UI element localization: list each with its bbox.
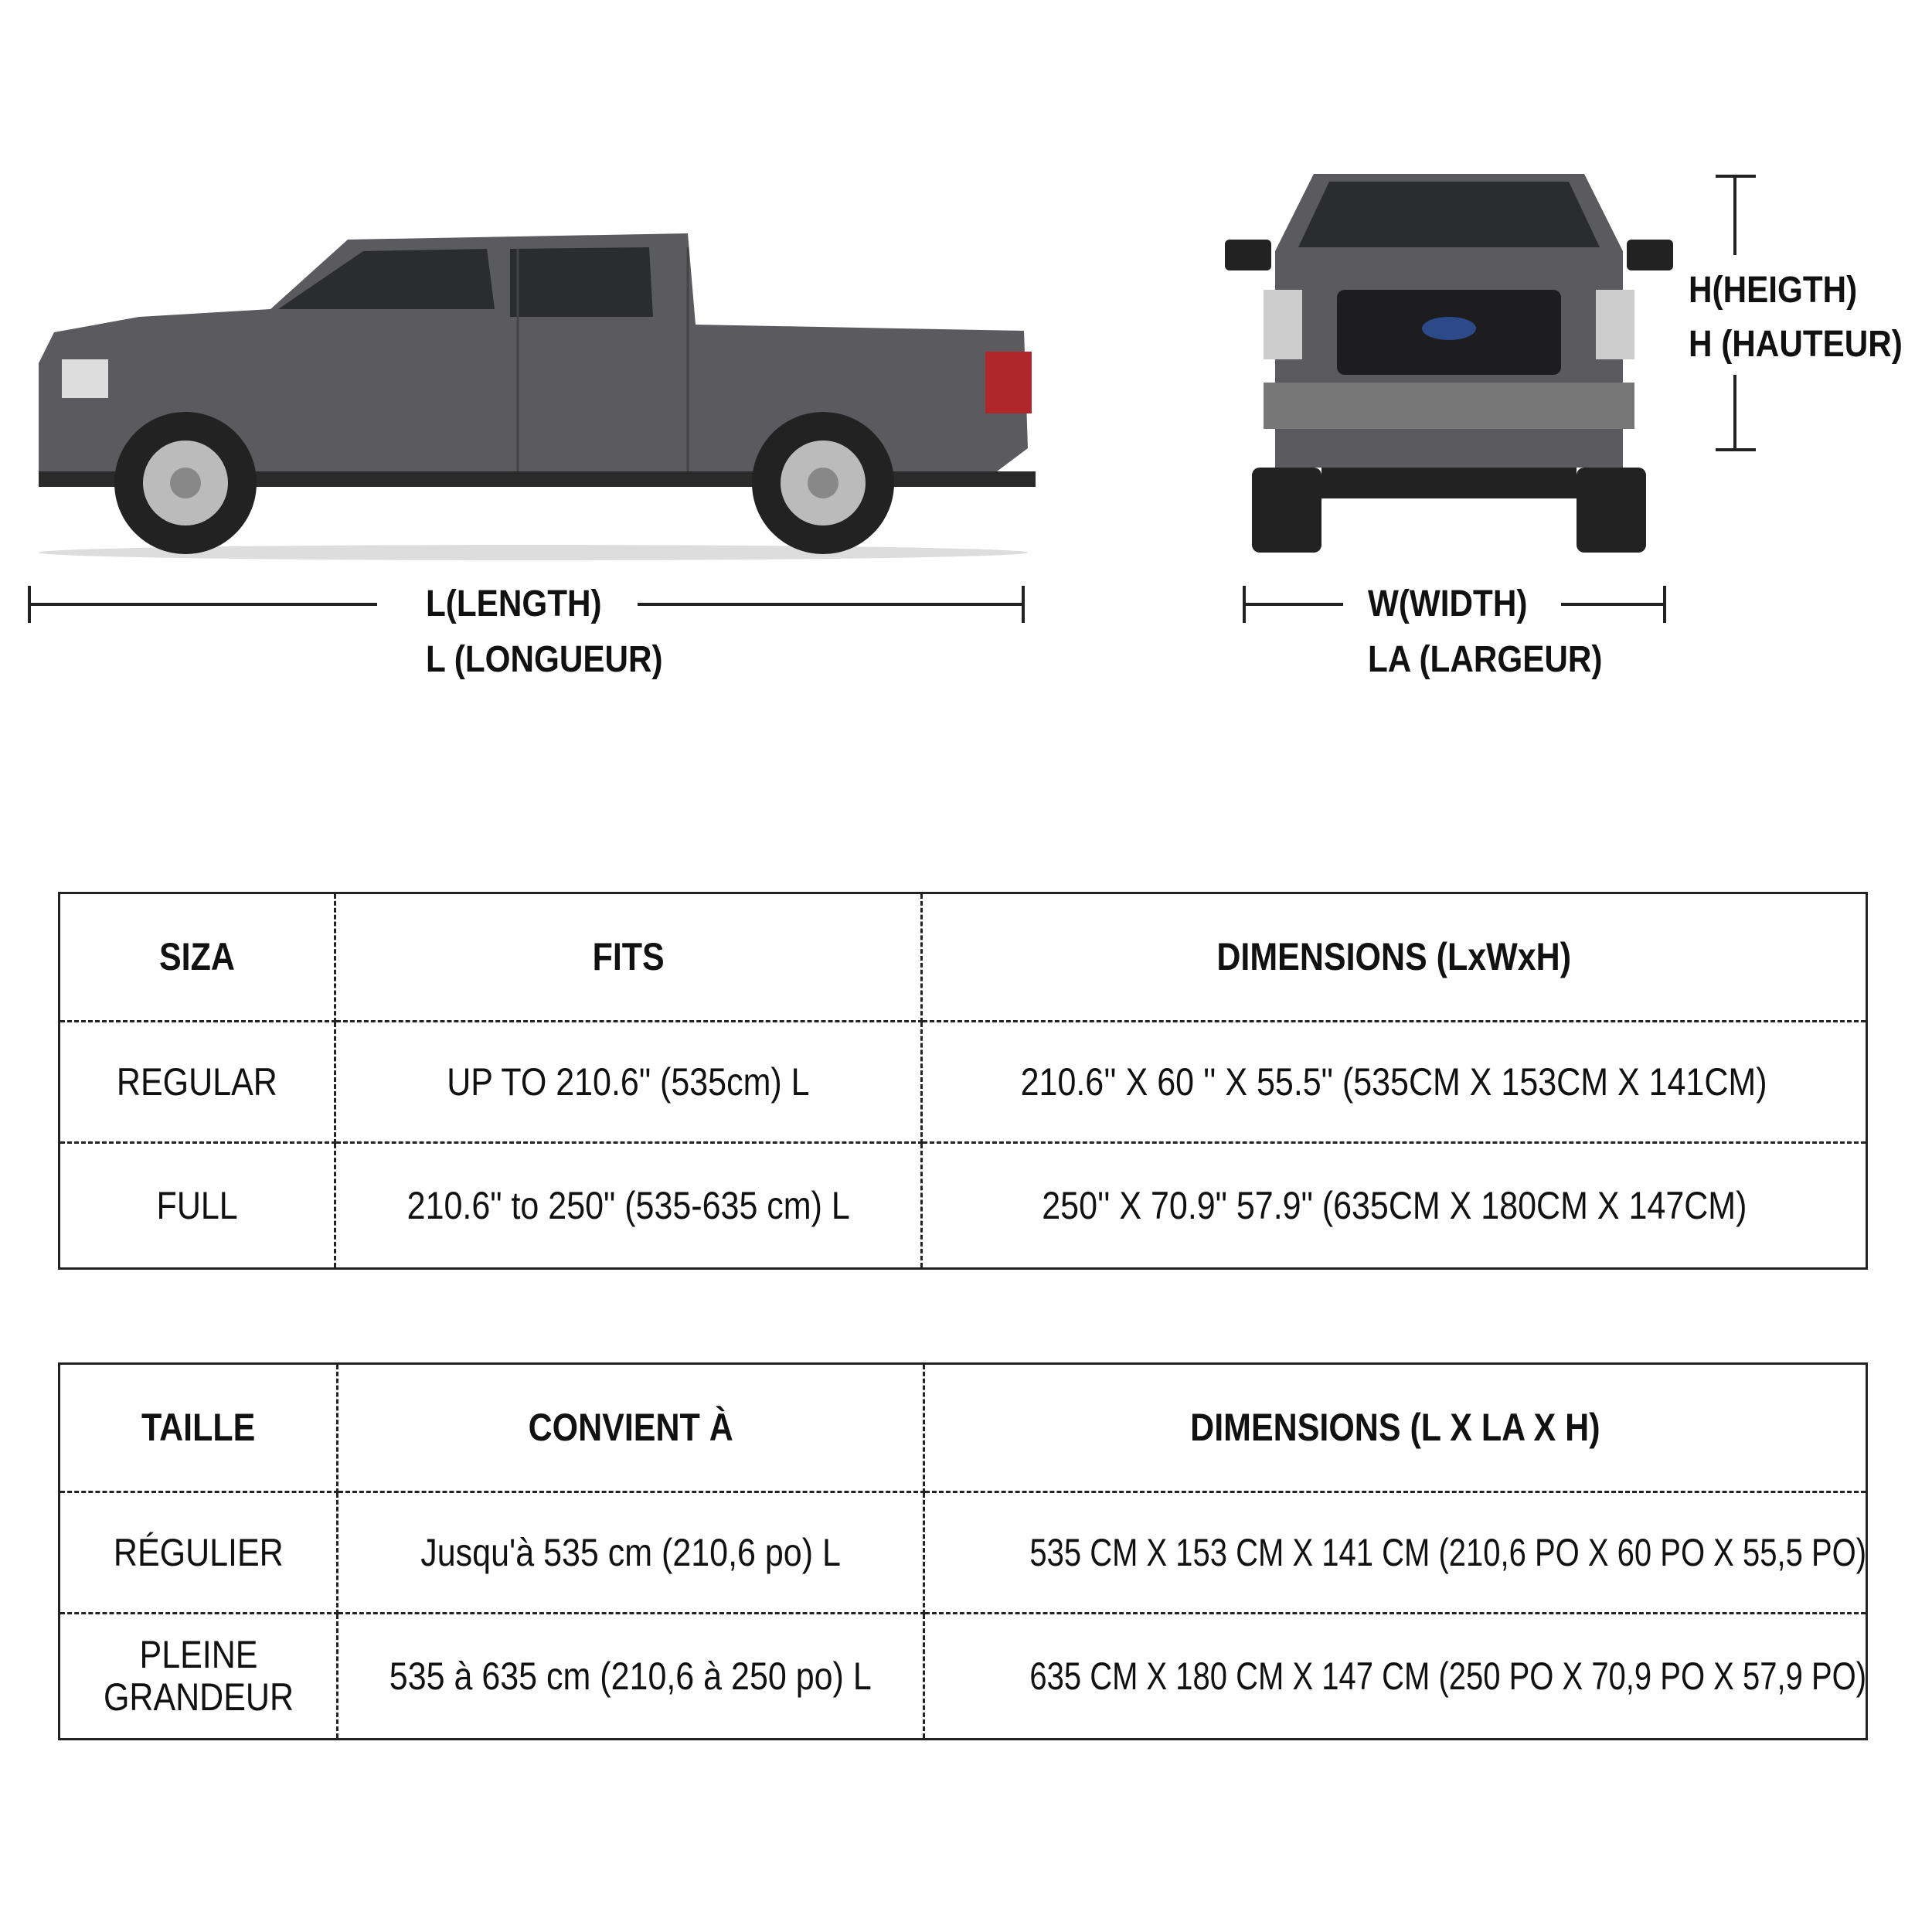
cell-size: REGULAR <box>59 1020 336 1144</box>
length-line-right <box>638 603 1024 606</box>
header-size: SIZA <box>59 893 336 1022</box>
cell-dimensions: 635 CM X 180 CM X 147 CM (250 PO X 70,9 … <box>923 1612 1867 1740</box>
cell-size: FULL <box>59 1141 336 1269</box>
truck-side-view-image <box>39 233 1036 560</box>
header-dimensions: DIMENSIONS (LxWxH) <box>920 893 1867 1022</box>
table-row: REGULAR UP TO 210.6" (535cm) L 210.6'' X… <box>59 1020 1867 1144</box>
header-fits: FITS <box>334 893 923 1022</box>
width-line-right <box>1561 603 1665 606</box>
cell-dimensions: 210.6'' X 60 '' X 55.5" (535CM X 153CM X… <box>920 1020 1867 1144</box>
cell-fits: 535 à 635 cm (210,6 à 250 po) L <box>336 1612 925 1740</box>
cell-size: PLEINE GRANDEUR <box>59 1612 338 1740</box>
length-line-left <box>28 603 377 606</box>
cell-fits: 210.6" to 250" (535-635 cm) L <box>334 1141 923 1269</box>
table-header-row: SIZA FITS DIMENSIONS (LxWxH) <box>59 893 1867 1022</box>
cell-size: RÉGULIER <box>59 1491 338 1614</box>
height-line-top <box>1733 175 1736 255</box>
width-label-en: W(WIDTH) <box>1368 583 1528 624</box>
table-header-row: TAILLE CONVIENT À DIMENSIONS (L X LA X H… <box>59 1363 1867 1493</box>
cell-fits: UP TO 210.6" (535cm) L <box>334 1020 923 1144</box>
height-label-en: H(HEIGTH) <box>1689 270 1858 311</box>
width-tick-right <box>1663 586 1666 623</box>
header-fits: CONVIENT À <box>336 1363 925 1493</box>
header-size: TAILLE <box>59 1363 338 1493</box>
height-line-bottom <box>1733 375 1736 451</box>
cell-dimensions: 250'' X 70.9" 57.9" (635CM X 180CM X 147… <box>920 1141 1867 1269</box>
table-row: RÉGULIER Jusqu'à 535 cm (210,6 po) L 535… <box>59 1491 1867 1614</box>
cell-dimensions: 535 CM X 153 CM X 141 CM (210,6 PO X 60 … <box>923 1491 1867 1614</box>
table-row: FULL 210.6" to 250" (535-635 cm) L 250''… <box>59 1141 1867 1269</box>
length-label-fr: L (LONGUEUR) <box>426 639 663 680</box>
height-label-fr: H (HAUTEUR) <box>1689 324 1903 365</box>
size-table-fr: TAILLE CONVIENT À DIMENSIONS (L X LA X H… <box>58 1362 1868 1740</box>
cell-fits: Jusqu'à 535 cm (210,6 po) L <box>336 1491 925 1614</box>
width-label-fr: LA (LARGEUR) <box>1368 639 1603 680</box>
header-dimensions: DIMENSIONS (L X LA X H) <box>923 1363 1867 1493</box>
table-row: PLEINE GRANDEUR 535 à 635 cm (210,6 à 25… <box>59 1612 1867 1740</box>
width-line-left <box>1243 603 1343 606</box>
length-label-en: L(LENGTH) <box>426 583 602 624</box>
truck-front-view-image <box>1225 174 1673 553</box>
height-tick-bottom <box>1716 448 1756 451</box>
size-table-en: SIZA FITS DIMENSIONS (LxWxH) REGULAR UP … <box>58 892 1868 1270</box>
length-tick-right <box>1022 586 1025 623</box>
